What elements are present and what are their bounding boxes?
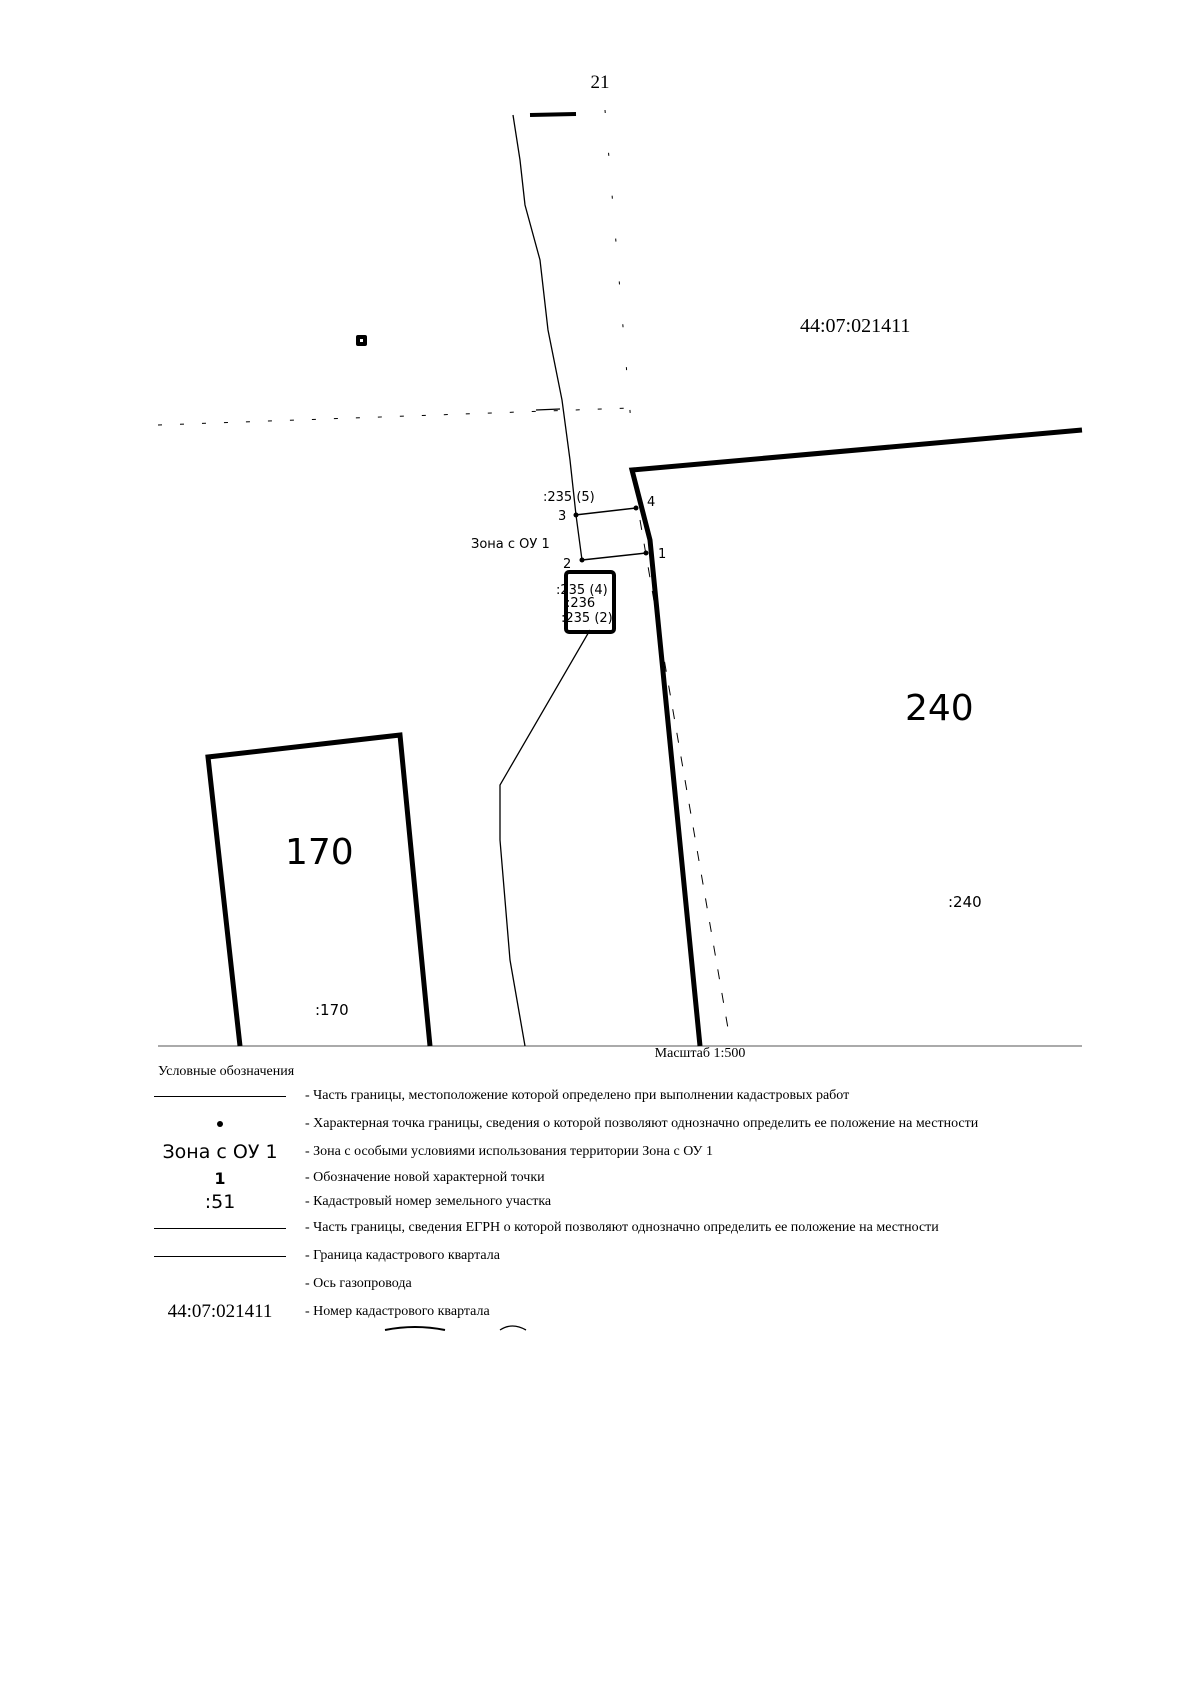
decorative-scribble	[384, 1326, 446, 1331]
legend-row-gas-pipeline: - Ось газопровода	[150, 1272, 1150, 1296]
parcel-170-small-label: :170	[315, 1001, 349, 1019]
legend-row-new-point: 1 - Обозначение новой характерной точки	[150, 1166, 1150, 1190]
dashed-fragment	[535, 408, 561, 411]
page-number: 21	[590, 72, 610, 93]
parcel-235-box	[564, 570, 616, 634]
legend-symbol-line	[150, 1244, 290, 1268]
zone-line-upper	[574, 507, 637, 516]
point-label-2: 2	[563, 557, 571, 572]
legend-symbol-quarter-number: 44:07:021411	[167, 1301, 273, 1322]
boundary-point-2	[579, 557, 585, 563]
point-label-1: 1	[658, 547, 666, 562]
scale-caption: Масштаб 1:500	[654, 1046, 746, 1061]
dashed-line-lower	[639, 519, 731, 1041]
quarter-number-label: 44:07:021411	[800, 315, 910, 337]
legend-description: - Номер кадастрового квартала	[305, 1304, 490, 1319]
legend-row-cadastral-number: :51 - Кадастровый номер земельного участ…	[150, 1190, 1150, 1214]
parcel-240-small-label: :240	[948, 893, 982, 911]
part-label-235-5: :235 (5)	[543, 490, 595, 505]
legend-description: - Часть границы, сведения ЕГРН о которой…	[305, 1220, 939, 1235]
legend-description: - Обозначение новой характерной точки	[305, 1170, 545, 1185]
legend-row-zone: Зона с ОУ 1 - Зона с особыми условиями и…	[150, 1140, 1150, 1164]
dashed-line-horizontal	[157, 407, 631, 426]
legend-description: - Часть границы, местоположение которой …	[305, 1088, 850, 1103]
legend-description: - Зона с особыми условиями использования…	[305, 1144, 713, 1159]
legend-row-boundary-point: - Характерная точка границы, сведения о …	[150, 1112, 1150, 1136]
boundary-point-3	[573, 512, 579, 518]
legend-symbol-line	[150, 1084, 290, 1108]
legend-symbol-dot	[150, 1112, 290, 1136]
legend-row-surveyed-boundary: - Часть границы, местоположение которой …	[150, 1084, 1150, 1108]
boundary-point-1	[643, 550, 649, 556]
legend-description: - Характерная точка границы, сведения о …	[305, 1116, 979, 1131]
dashed-line-upper	[604, 109, 633, 436]
zone-line-lower	[581, 552, 647, 561]
boundary-fragment-top	[529, 112, 577, 117]
parcel-240-boundary	[628, 427, 1083, 1047]
zone-label: Зона с ОУ 1	[471, 537, 550, 552]
legend-description: - Кадастровый номер земельного участка	[305, 1194, 552, 1209]
boundary-point-4	[633, 505, 639, 511]
legend-symbol-cadastral-number: :51	[204, 1191, 236, 1213]
point-label-4: 4	[647, 495, 655, 510]
legend-symbol-point-number: 1	[214, 1168, 226, 1188]
point-label-3: 3	[558, 509, 566, 524]
legend-title: Условные обозначения	[158, 1064, 295, 1079]
part-label-235-4: :235 (4)	[556, 583, 608, 598]
parcel-170-boundary	[205, 732, 433, 1047]
legend-symbol-empty	[150, 1272, 290, 1296]
legend-symbol-line	[150, 1216, 290, 1240]
parcel-170-big-label: 170	[285, 832, 354, 873]
part-label-235-2: :235 (2)	[561, 611, 613, 626]
boundary-thin-north	[512, 114, 583, 561]
part-label-236: :236	[566, 596, 595, 611]
legend-row-quarter-number: 44:07:021411 - Номер кадастрового кварта…	[150, 1300, 1150, 1324]
parcel-240-big-label: 240	[905, 688, 974, 729]
legend-description: - Ось газопровода	[305, 1276, 412, 1291]
legend-symbol-zone-text: Зона с ОУ 1	[162, 1141, 278, 1163]
legend-description: - Граница кадастрового квартала	[305, 1248, 500, 1263]
legend-row-egrn-boundary: - Часть границы, сведения ЕГРН о которой…	[150, 1216, 1150, 1240]
legend-row-quarter-boundary: - Граница кадастрового квартала	[150, 1244, 1150, 1268]
gas-pipeline-axis	[499, 629, 591, 1047]
